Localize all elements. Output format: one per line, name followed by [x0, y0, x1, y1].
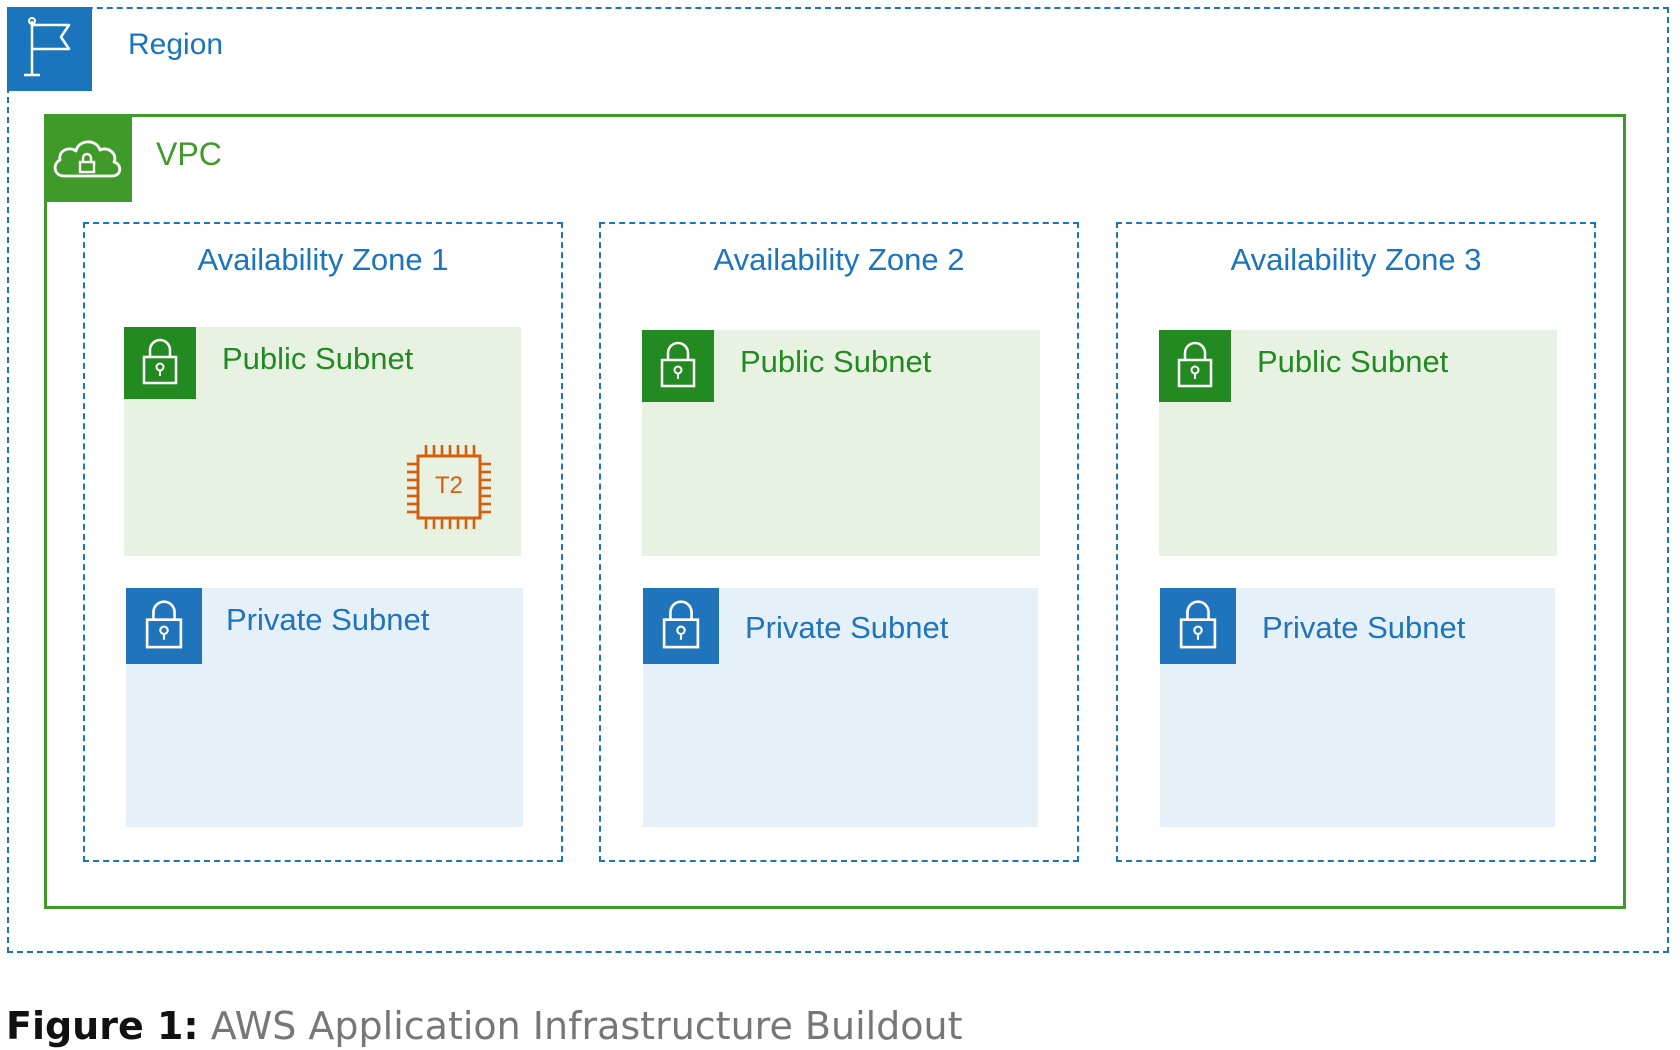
lock-icon — [124, 327, 196, 399]
availability-zone-label: Availability Zone 3 — [1230, 242, 1482, 277]
figure-caption-text: AWS Application Infrastructure Buildout — [210, 1004, 963, 1048]
flag-icon — [7, 7, 92, 91]
vpc-boundary — [44, 114, 1626, 909]
public-subnet-label: Public Subnet — [222, 341, 414, 376]
public-subnet-label: Public Subnet — [740, 344, 932, 379]
ec2-chip-icon: T2 — [404, 442, 494, 532]
availability-zone-1: Availability Zone 1 — [83, 222, 563, 862]
public-subnet: Public Subnet — [642, 330, 1040, 556]
region-label: Region — [128, 28, 224, 61]
public-subnet-label: Public Subnet — [1257, 344, 1449, 379]
public-subnet: Public Subnet — [1159, 330, 1557, 556]
private-subnet-label: Private Subnet — [1262, 610, 1466, 645]
private-subnet: Private Subnet — [643, 588, 1038, 827]
lock-icon — [642, 330, 714, 402]
lock-icon — [1159, 330, 1231, 402]
figure-caption: Figure 1: AWS Application Infrastructure… — [6, 1004, 963, 1048]
private-subnet: Private Subnet — [1160, 588, 1555, 827]
vpc-label: VPC — [156, 136, 222, 172]
cloud-lock-icon — [44, 114, 132, 202]
lock-icon — [1160, 588, 1236, 664]
lock-icon — [643, 588, 719, 664]
private-subnet: Private Subnet — [126, 588, 523, 827]
private-subnet-label: Private Subnet — [745, 610, 949, 645]
availability-zone-2: Availability Zone 2 — [599, 222, 1079, 862]
public-subnet: Public Subnet T2 — [124, 327, 521, 556]
region-boundary — [7, 7, 1669, 953]
availability-zone-3: Availability Zone 3 — [1116, 222, 1596, 862]
availability-zone-label: Availability Zone 2 — [713, 242, 965, 277]
private-subnet-label: Private Subnet — [226, 602, 430, 637]
instance-type-label: T2 — [434, 472, 463, 499]
lock-icon — [126, 588, 202, 664]
availability-zone-label: Availability Zone 1 — [197, 242, 449, 277]
figure-caption-prefix: Figure 1: — [6, 1004, 199, 1048]
